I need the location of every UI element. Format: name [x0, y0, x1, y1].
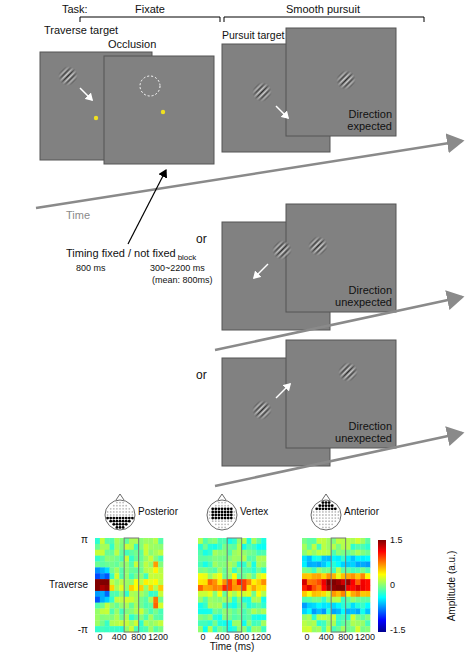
axis-tick: 800	[131, 632, 146, 643]
task-name: Smooth pursuit	[286, 3, 360, 16]
or-label: or	[196, 368, 207, 382]
duration-label: 800 ms	[76, 263, 106, 274]
axis-label: Time	[66, 209, 90, 222]
task-name: Fixate	[135, 3, 165, 16]
colorbar-tick: 1.5	[390, 535, 403, 546]
colorbar-tick: -1.5	[390, 625, 406, 636]
region-label: Posterior	[138, 506, 178, 518]
axis-tick: 1200	[148, 632, 168, 643]
screen-caption: Direction unexpected	[328, 420, 392, 444]
axis-tick: 800	[338, 632, 353, 643]
region-label: Anterior	[344, 506, 379, 518]
stimulus-label: Occlusion	[108, 38, 156, 51]
axis-tick: 0	[200, 632, 205, 643]
screen-caption: Direction unexpected	[328, 284, 392, 308]
colorbar-title: Amplitude (a.u.)	[446, 551, 458, 622]
screen-frame: Direction unexpected	[286, 340, 396, 448]
condition-label: Timing fixed / not fixed	[66, 247, 176, 260]
stimulus-label: Traverse target	[44, 24, 118, 37]
screen-frame: Direction expected	[286, 28, 396, 136]
axis-tick: Traverse	[49, 579, 88, 591]
stimulus-label: Pursuit target	[222, 29, 284, 42]
axis-tick: 400	[319, 632, 334, 643]
axis-tick: 0	[304, 632, 309, 643]
axis-title: Time (ms)	[210, 641, 255, 653]
screen-frame: Direction unexpected	[286, 204, 396, 312]
or-label: or	[196, 232, 207, 246]
axis-tick: 0	[97, 632, 102, 643]
duration-label: 300~2200 ms	[150, 263, 205, 274]
task-label: Task:	[62, 3, 88, 16]
axis-tick: 1200	[355, 632, 375, 643]
region-label: Vertex	[240, 506, 268, 518]
colorbar-tick: 0	[390, 580, 395, 591]
axis-tick: π	[81, 534, 88, 546]
axis-tick: -π	[78, 624, 88, 636]
axis-tick: 400	[112, 632, 127, 643]
screen-caption: Direction expected	[328, 108, 392, 132]
duration-label: (mean: 800ms)	[152, 275, 213, 286]
subscript-label: block	[178, 253, 197, 263]
